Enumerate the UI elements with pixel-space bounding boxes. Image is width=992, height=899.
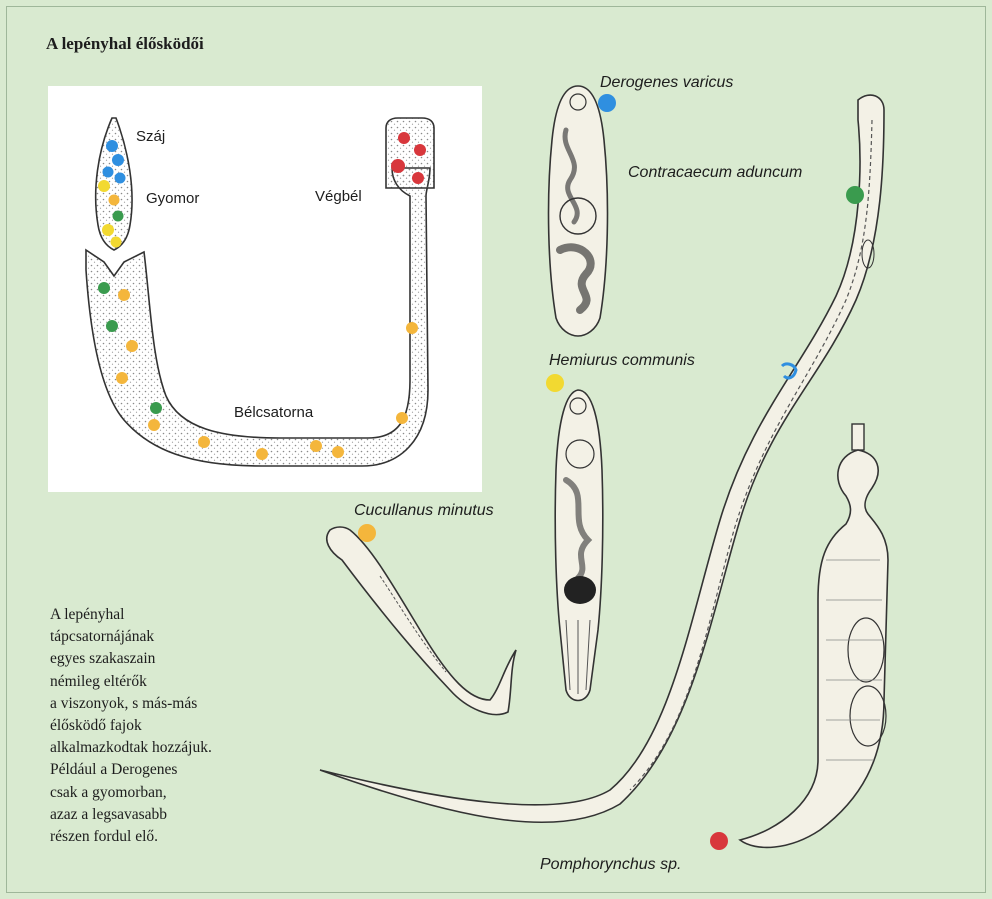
derogenes-drawing bbox=[549, 86, 608, 336]
pomphorynchus-drawing bbox=[740, 424, 888, 847]
species-dot-hemiurus bbox=[546, 374, 564, 392]
label-intestine: Bélcsatorna bbox=[234, 404, 313, 421]
species-label-derogenes: Derogenes varicus bbox=[600, 74, 733, 92]
hemiurus-drawing bbox=[555, 390, 603, 701]
rectum-outline bbox=[386, 118, 434, 188]
intestine-outline bbox=[86, 168, 430, 466]
label-mouth: Száj bbox=[136, 128, 165, 145]
cucullanus-drawing bbox=[327, 527, 516, 715]
species-label-contracaecum: Contracaecum aduncum bbox=[628, 164, 802, 182]
species-label-pomphorynchus: Pomphorynchus sp. bbox=[540, 856, 681, 874]
caption-text: A lepényhal tápcsatornájának egyes szaka… bbox=[50, 604, 290, 848]
species-label-cucullanus: Cucullanus minutus bbox=[354, 502, 494, 520]
label-stomach: Gyomor bbox=[146, 190, 199, 207]
species-dot-cucullanus bbox=[358, 524, 376, 542]
species-dot-pomphorynchus bbox=[710, 832, 728, 850]
species-label-hemiurus: Hemiurus communis bbox=[549, 352, 695, 370]
species-dot-derogenes bbox=[598, 94, 616, 112]
label-rectum: Végbél bbox=[315, 188, 362, 205]
species-dot-contracaecum bbox=[846, 186, 864, 204]
